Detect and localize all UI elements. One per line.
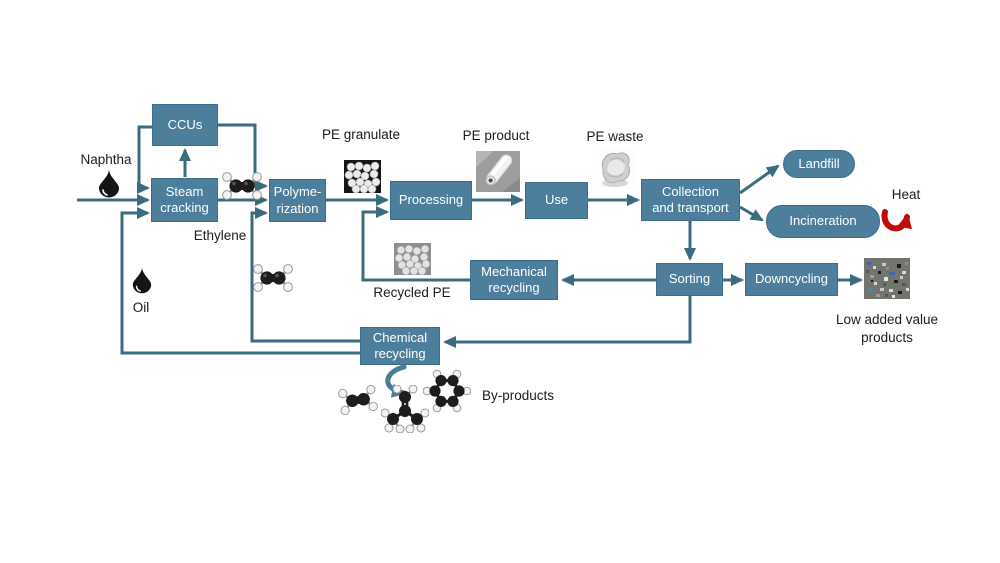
- label-ethylene: Ethylene: [193, 228, 247, 243]
- arrow-collection-to-incineration: [739, 205, 764, 222]
- byproduct-isobutylene-molecule-icon: [381, 385, 429, 433]
- arrow-ccus-to-steam-cracking: [137, 125, 152, 194]
- node-polymerization: Polyme- rization: [269, 179, 326, 222]
- oil-droplet-icon: [131, 265, 153, 295]
- node-steam-cracking: Steam cracking: [151, 178, 218, 222]
- byproduct-ethylene-molecule-icon: [335, 379, 382, 420]
- label-pe-waste: PE waste: [586, 129, 644, 144]
- pe-product-image: [476, 151, 520, 192]
- arrow-collection-to-landfill: [739, 164, 780, 195]
- heat-curved-arrow-icon: [881, 209, 913, 232]
- node-sorting: Sorting: [656, 263, 723, 296]
- arrow-chemical-recycling-to-polymerization: [250, 207, 360, 343]
- node-downcycling: Downcycling: [745, 263, 838, 296]
- arrow-ccus-to-polymerization: [218, 123, 268, 192]
- arrow-chemical-recycling-to-steam-cracking: [120, 207, 360, 355]
- node-incineration: Incineration: [766, 205, 880, 238]
- label-low-added-value-products: Low added value products: [835, 312, 939, 345]
- label-by-products: By-products: [481, 388, 555, 403]
- node-mechanical-recycling: Mechanical recycling: [470, 260, 558, 300]
- node-chemical-recycling: Chemical recycling: [360, 327, 440, 365]
- pe-granulate-image: [344, 160, 381, 193]
- arrow-mechanical-recycling-to-processing: [361, 206, 470, 282]
- label-recycled-pe: Recycled PE: [373, 285, 451, 300]
- node-collection-and-transport: Collection and transport: [641, 179, 740, 221]
- node-use: Use: [525, 182, 588, 219]
- ethylene-molecule-icon: [251, 259, 295, 297]
- node-ccus: CCUs: [152, 104, 218, 146]
- low-added-value-products-image: [864, 258, 910, 299]
- label-pe-granulate: PE granulate: [321, 127, 401, 142]
- label-heat: Heat: [891, 187, 921, 202]
- recycled-pe-image: [394, 243, 431, 275]
- byproduct-ring-molecule-icon: [423, 369, 471, 415]
- arrow-sorting-to-chemical-recycling: [443, 296, 692, 348]
- pe-waste-image: [593, 147, 636, 189]
- node-processing: Processing: [390, 181, 472, 220]
- ethylene-molecule-icon: [220, 167, 264, 205]
- label-oil: Oil: [132, 300, 150, 315]
- label-naphtha: Naphtha: [80, 152, 132, 167]
- naphtha-oil-droplet-icon: [97, 168, 121, 198]
- label-pe-product: PE product: [462, 128, 530, 143]
- node-landfill: Landfill: [783, 150, 855, 178]
